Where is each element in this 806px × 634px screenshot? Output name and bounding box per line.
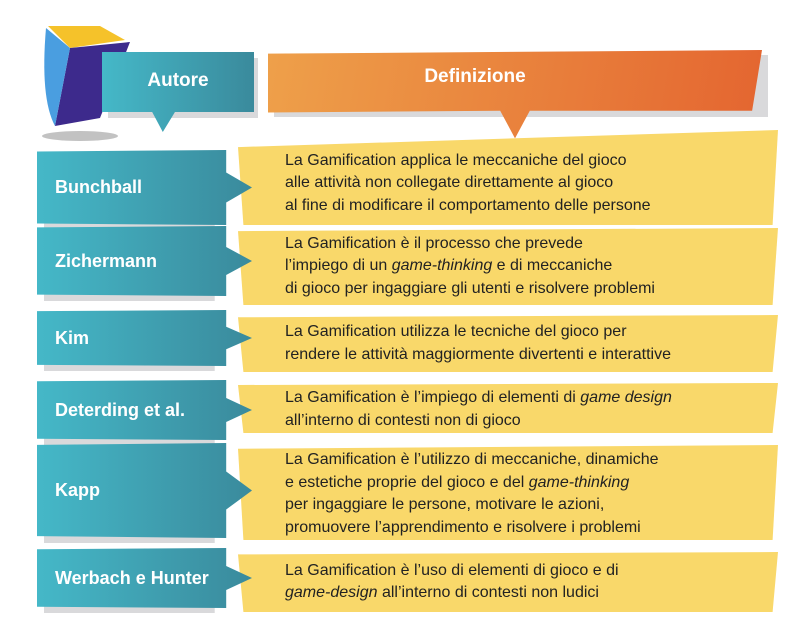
definition-text: e estetiche proprie del gioco e del	[285, 473, 529, 491]
definition-text: La Gamification è l’impiego di elementi …	[285, 389, 581, 406]
definition-box: La Gamification è l’impiego di elementi …	[238, 383, 778, 433]
definition-text: La Gamification è l’uso di elementi di g…	[285, 561, 619, 579]
definition-line: La Gamification è l’impiego di elementi …	[285, 387, 778, 410]
definition-box: La Gamification utilizza le tecniche del…	[238, 315, 778, 372]
author-name: Deterding et al.	[55, 399, 186, 420]
author-label-box: Bunchball	[37, 150, 252, 225]
definition-text: La Gamification è l’utilizzo di meccanic…	[285, 451, 659, 468]
author-label-box: Deterding et al.	[37, 380, 252, 440]
definition-line: l’impiego di un game-thinking e di mecca…	[285, 255, 778, 278]
definition-line: promuovere l’apprendimento e risolvere i…	[285, 517, 778, 540]
definition-text: La Gamification utilizza le tecniche del…	[285, 323, 627, 340]
definition-line: La Gamification utilizza le tecniche del…	[285, 321, 778, 344]
author-name: Zichermann	[55, 250, 158, 271]
definition-line: e estetiche proprie del gioco e del game…	[285, 472, 778, 495]
definition-text: per ingaggiare le persone, motivare le a…	[285, 496, 605, 513]
definition-line: game-design all’interno di contesti non …	[285, 582, 778, 605]
definition-line: La Gamification è il processo che preved…	[285, 233, 778, 256]
author-name: Werbach e Hunter	[55, 567, 209, 588]
author-label-box: Werbach e Hunter	[37, 548, 252, 608]
definition-line: all’interno di contesti non di gioco	[285, 410, 778, 433]
definition-box: La Gamification è l’utilizzo di meccanic…	[238, 445, 778, 540]
author-name: Bunchball	[55, 177, 143, 197]
definition-line: alle attività non collegate direttamente…	[285, 172, 778, 195]
definition-term-italic: game-thinking	[528, 473, 630, 491]
definition-text: e di meccaniche	[492, 257, 613, 275]
definition-line: per ingaggiare le persone, motivare le a…	[285, 494, 778, 517]
definition-line: La Gamification applica le meccaniche de…	[285, 150, 778, 173]
definition-text: La Gamification è il processo che preved…	[285, 234, 583, 252]
definition-text: l’impiego di un	[285, 257, 392, 275]
author-name: Kim	[55, 327, 90, 348]
definition-term-italic: game-thinking	[391, 257, 493, 275]
definition-box: La Gamification è il processo che preved…	[238, 228, 778, 305]
definition-text: rendere le attività maggiormente diverte…	[285, 345, 671, 363]
definition-line: al fine di modificare il comportamento d…	[285, 195, 778, 218]
definition-line: rendere le attività maggiormente diverte…	[285, 344, 778, 367]
author-label-box: Zichermann	[37, 226, 252, 296]
definition-line: La Gamification è l’utilizzo di meccanic…	[285, 449, 778, 472]
definition-text: all’interno di contesti non ludici	[377, 584, 599, 601]
definition-term-italic: game design	[580, 389, 672, 406]
definition-column-header: Definizione	[268, 50, 762, 139]
definition-text: alle attività non collegate direttamente…	[285, 174, 614, 192]
definition-line: di gioco per ingaggiare gli utenti e ris…	[285, 278, 778, 301]
author-label-box: Kapp	[37, 443, 252, 538]
author-label-box: Kim	[37, 310, 252, 366]
definition-box: La Gamification applica le meccaniche de…	[238, 130, 778, 225]
definition-term-italic: game-design	[285, 584, 378, 601]
definition-line: La Gamification è l’uso di elementi di g…	[285, 560, 778, 583]
definition-header-label: Definizione	[424, 66, 526, 87]
definition-text: La Gamification applica le meccaniche de…	[285, 151, 627, 169]
definition-box: La Gamification è l’uso di elementi di g…	[238, 552, 778, 612]
author-name: Kapp	[55, 480, 100, 500]
author-header-label: Autore	[147, 70, 209, 91]
definition-text: all’interno di contesti non di gioco	[285, 411, 521, 429]
definition-text: promuovere l’apprendimento e risolvere i…	[285, 518, 641, 536]
definition-text: al fine di modificare il comportamento d…	[285, 196, 651, 214]
definition-text: di gioco per ingaggiare gli utenti e ris…	[285, 279, 655, 297]
